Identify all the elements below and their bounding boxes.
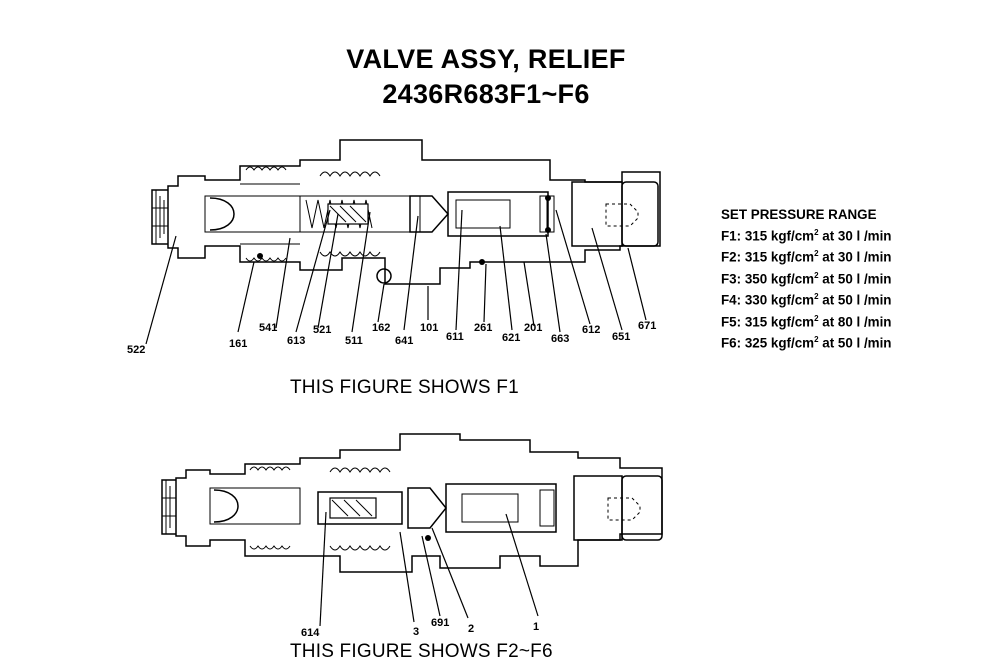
part-label: 641 bbox=[395, 335, 413, 347]
part-label: 614 bbox=[301, 627, 320, 639]
pressure-row: F2: 315 kgf/cm2 at 30 l /min bbox=[721, 249, 892, 265]
pressure-row: F4: 330 kgf/cm2 at 50 l /min bbox=[721, 292, 892, 308]
figure1-caption: THIS FIGURE SHOWS F1 bbox=[290, 377, 519, 398]
part-label: 1 bbox=[533, 621, 539, 633]
part-label: 101 bbox=[420, 322, 438, 334]
part-label: 522 bbox=[127, 344, 145, 356]
part-label: 671 bbox=[638, 320, 656, 332]
part-label: 611 bbox=[446, 331, 464, 343]
part-label: 261 bbox=[474, 322, 492, 334]
part-number-title: 2436R683F1~F6 bbox=[382, 79, 590, 109]
pressure-row: F1: 315 kgf/cm2 at 30 l /min bbox=[721, 228, 892, 244]
part-label: 613 bbox=[287, 335, 305, 347]
set-pressure-table: SET PRESSURE RANGE F1: 315 kgf/cm2 at 30… bbox=[721, 206, 891, 353]
part-label: 541 bbox=[259, 322, 277, 334]
diagram-title: VALVE ASSY, RELIEF bbox=[346, 44, 626, 74]
pressure-row: F6: 325 kgf/cm2 at 50 l /min bbox=[721, 335, 892, 351]
part-label: 2 bbox=[468, 623, 474, 635]
part-label: 663 bbox=[551, 333, 569, 345]
part-label: 621 bbox=[502, 332, 520, 344]
part-label: 161 bbox=[229, 338, 247, 350]
part-label: 651 bbox=[612, 331, 630, 343]
part-label: 162 bbox=[372, 322, 390, 334]
part-label: 511 bbox=[345, 335, 363, 347]
part-label: 3 bbox=[413, 626, 419, 638]
part-label: 201 bbox=[524, 322, 542, 334]
set-pressure-heading: SET PRESSURE RANGE bbox=[721, 207, 877, 222]
valve-drawing-f1: 522 161 541 613 521 511 162 641 101 611 … bbox=[127, 139, 661, 356]
part-label: 521 bbox=[313, 324, 331, 336]
part-label: 612 bbox=[582, 324, 600, 336]
pressure-row: F5: 315 kgf/cm2 at 80 l /min bbox=[721, 313, 892, 330]
part-label: 691 bbox=[431, 617, 449, 629]
figure2-caption: THIS FIGURE SHOWS F2~F6 bbox=[290, 641, 553, 662]
valve-drawing-f2-f6: 614 3 691 2 1 bbox=[161, 433, 663, 639]
pressure-row: F3: 350 kgf/cm2 at 50 l /min bbox=[721, 270, 892, 287]
